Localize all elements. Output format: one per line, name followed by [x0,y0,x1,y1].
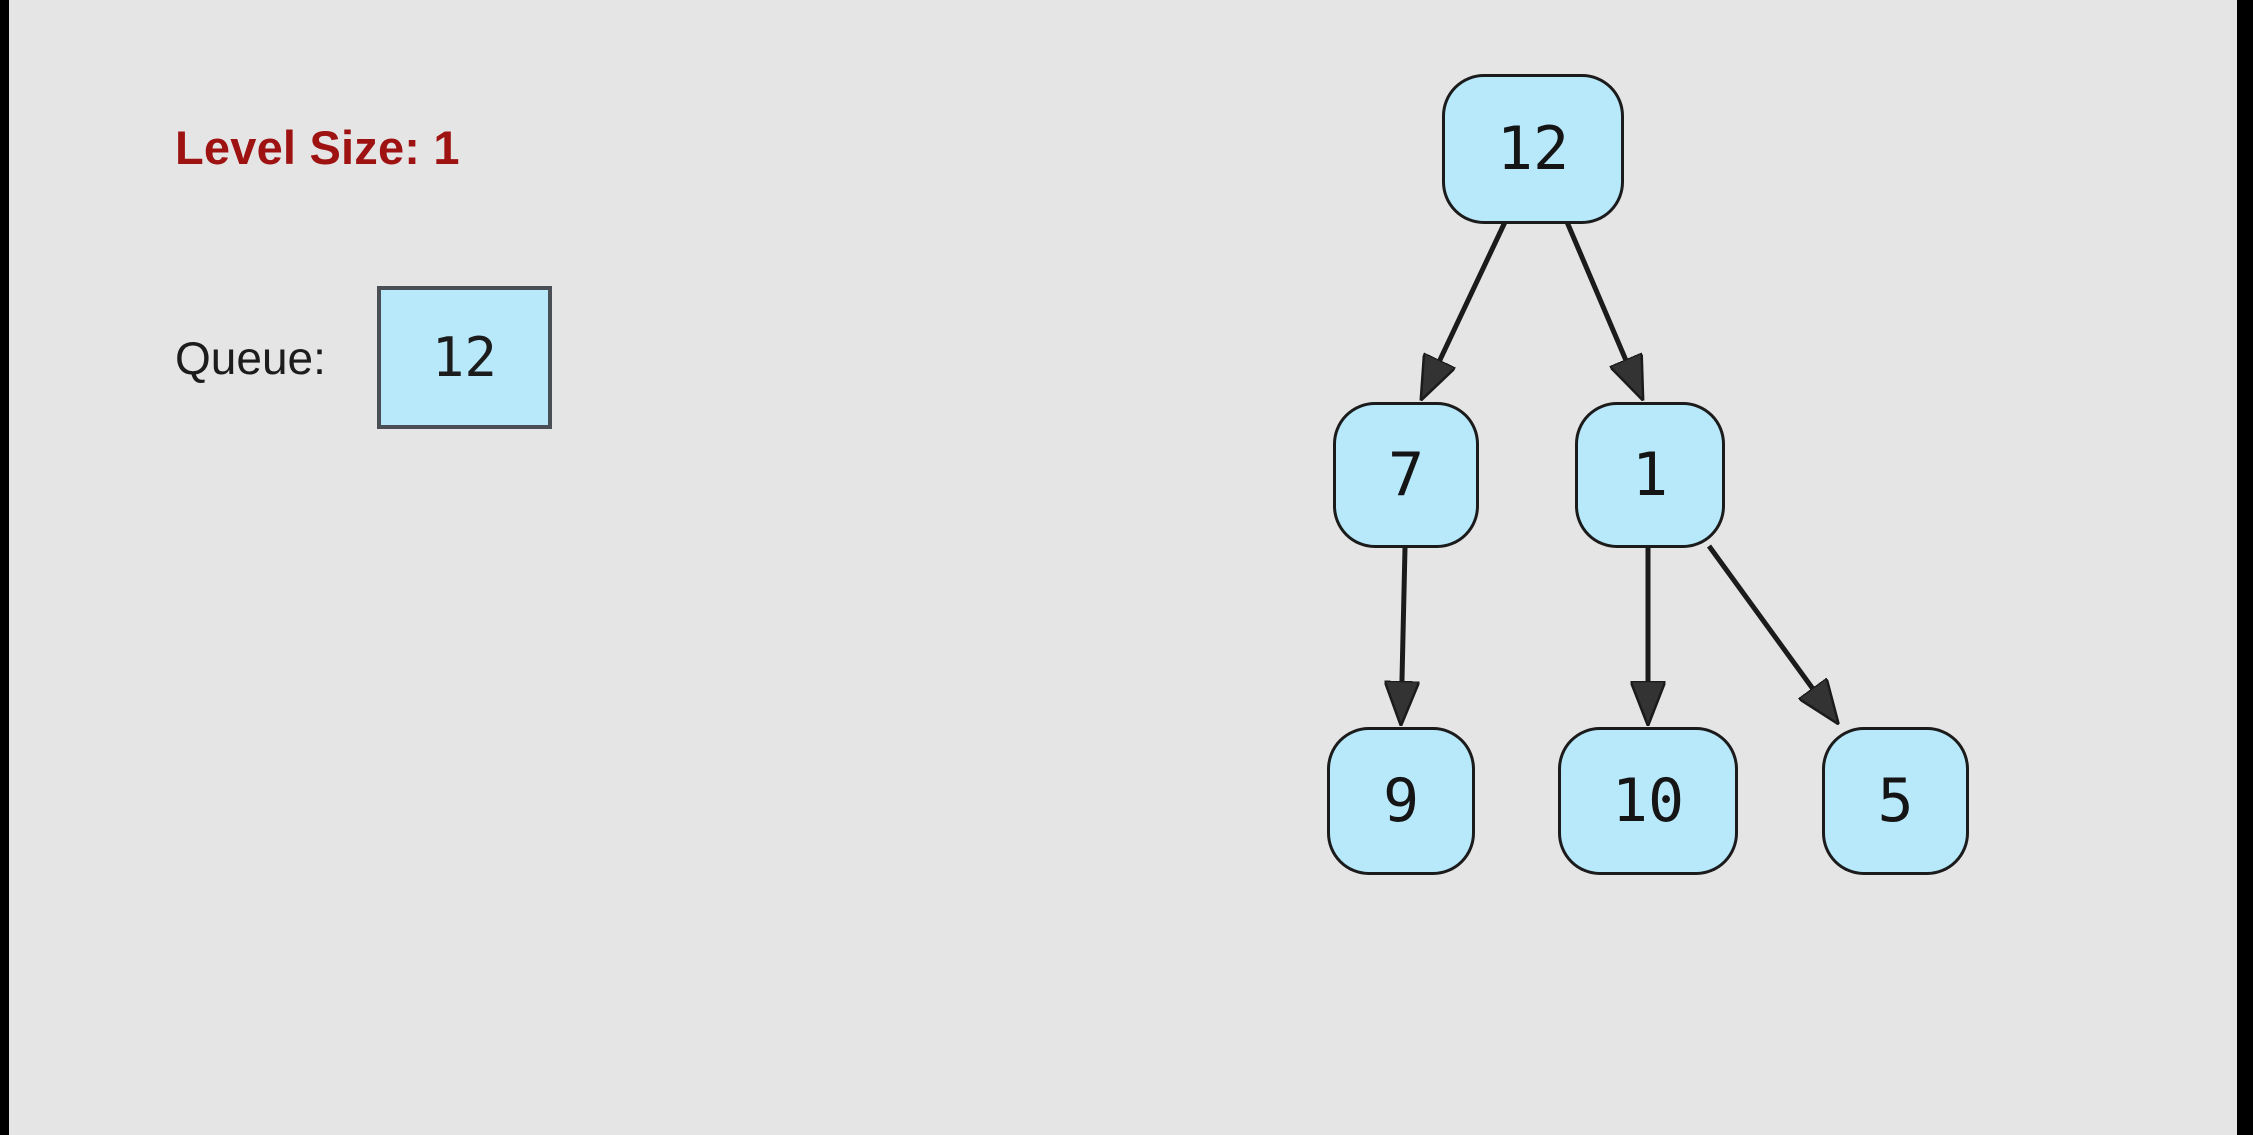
tree-edge-7-to-9 [1401,547,1405,723]
queue-label: Queue: [175,331,326,384]
info-panel: Level Size: 1 Queue: 12 [9,0,909,1135]
queue-row: Queue: 12 [175,285,552,430]
tree-node-12: 12 [1442,74,1624,224]
queue-items-container: 12 [376,286,552,429]
tree-edge-12-to-7 [1422,220,1508,398]
tree-node-7: 7 [1333,402,1479,548]
letterbox-bar-right [2237,0,2253,1135]
queue-cell: 12 [376,286,552,429]
tree-node-9: 9 [1327,727,1475,875]
letterbox-bar-left [0,0,9,1135]
tree-node-1: 1 [1575,402,1725,548]
tree-node-5: 5 [1822,727,1969,875]
tree-edge-1-to-5 [1706,544,1837,722]
tree-node-10: 10 [1558,727,1738,875]
level-size-status: Level Size: 1 [175,121,460,174]
tree-edge-layer [9,220,2237,1135]
tree-edge-12-to-1 [1564,221,1642,398]
